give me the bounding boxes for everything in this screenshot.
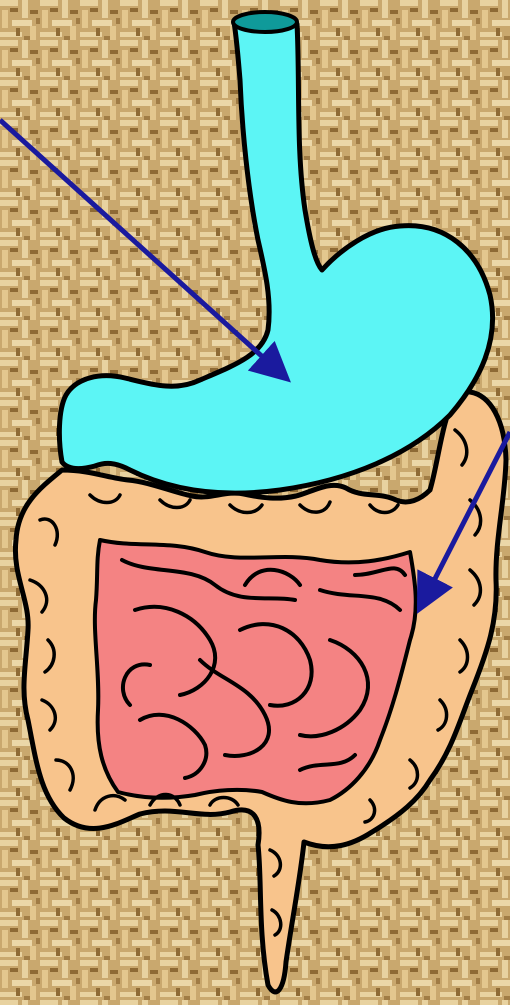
esophagus-opening: [233, 12, 297, 32]
